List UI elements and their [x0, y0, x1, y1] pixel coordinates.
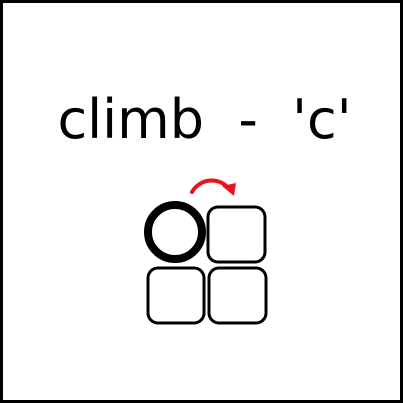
grid-cell-top-right — [206, 205, 267, 264]
start-circle-icon — [144, 201, 206, 263]
grid-cell-bottom-left — [146, 266, 206, 325]
gesture-title: climb - 'c' — [57, 88, 352, 151]
curved-arrow-icon — [190, 178, 236, 196]
grid-cell-bottom-right — [207, 266, 268, 325]
